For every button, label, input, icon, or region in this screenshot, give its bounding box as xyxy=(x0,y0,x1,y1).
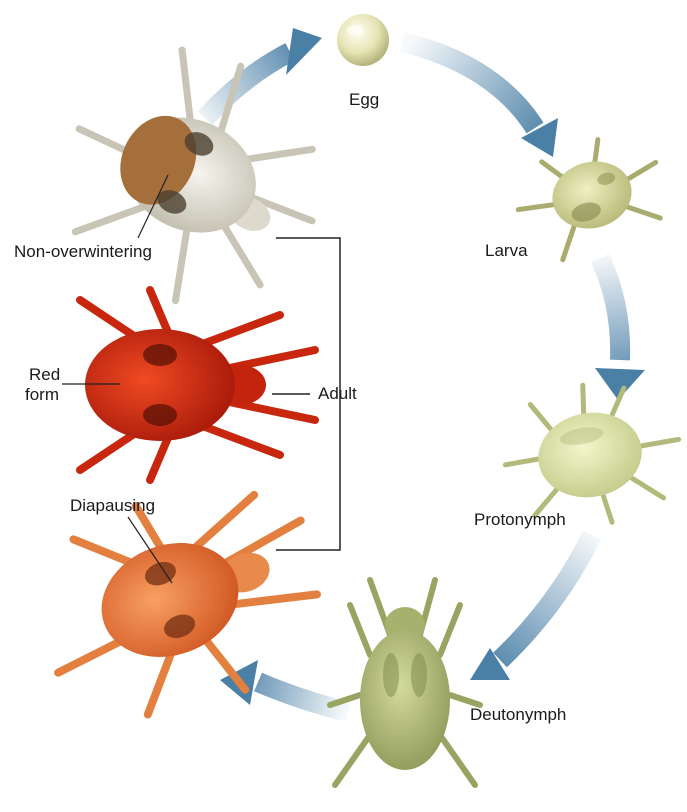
label-red-form-line1: Red xyxy=(29,365,60,385)
label-non-overwintering: Non-overwintering xyxy=(14,242,152,262)
label-diapausing: Diapausing xyxy=(70,496,155,516)
arrow-larva-to-protonymph xyxy=(595,258,645,400)
egg-illustration xyxy=(337,14,389,66)
arrow-egg-to-larva xyxy=(403,42,558,157)
label-adult: Adult xyxy=(318,384,357,404)
label-egg: Egg xyxy=(349,90,379,110)
adult-non-overwintering-illustration xyxy=(31,16,359,339)
larva-illustration xyxy=(506,127,674,268)
label-red-form-line2: form xyxy=(25,385,59,405)
arrow-adult-to-egg xyxy=(205,28,322,118)
arrow-protonymph-to-deutonymph xyxy=(470,535,592,680)
deutonymph-illustration xyxy=(330,580,480,785)
adult-red-form-illustration xyxy=(80,290,315,480)
label-protonymph: Protonymph xyxy=(474,510,566,530)
label-deutonymph: Deutonymph xyxy=(470,705,566,725)
label-larva: Larva xyxy=(485,241,528,261)
